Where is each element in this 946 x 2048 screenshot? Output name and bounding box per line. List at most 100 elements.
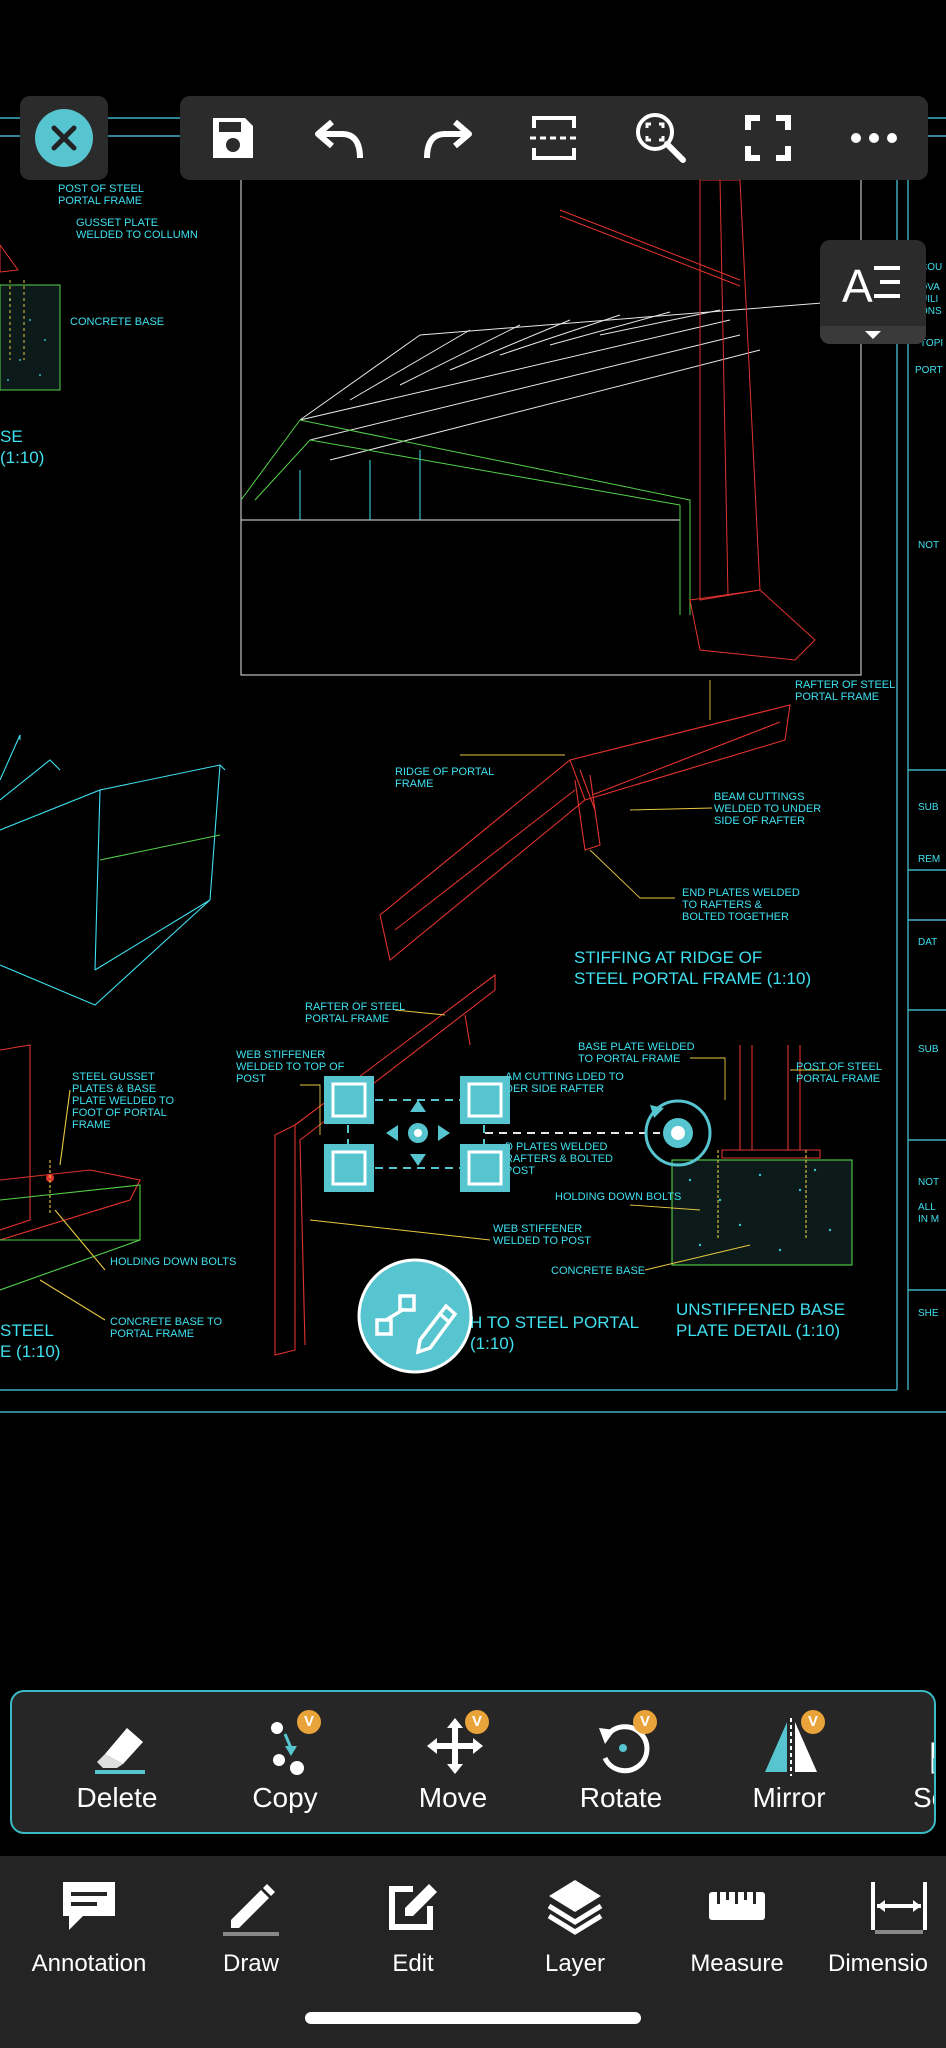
undo-icon — [315, 119, 364, 159]
home-indicator — [305, 2012, 641, 2024]
svg-text:REM: REM — [918, 854, 940, 865]
redo-button[interactable] — [417, 108, 477, 168]
unstiffened-base-detail — [671, 1045, 853, 1266]
section-icon — [529, 116, 578, 160]
rotate-icon — [599, 1724, 650, 1774]
nav-draw[interactable]: Draw — [170, 1876, 332, 1986]
edit-tool-panel: Delete V Copy V Move V Rotate — [10, 1690, 936, 1834]
premium-badge: V — [633, 1710, 657, 1734]
chevron-down-icon — [820, 326, 926, 344]
eraser-icon — [95, 1728, 145, 1774]
svg-text:DAT: DAT — [918, 937, 937, 948]
scale-tool[interactable]: Sc — [877, 1692, 934, 1832]
mirror-tool[interactable]: V Mirror — [709, 1692, 869, 1832]
svg-text:ONS: ONS — [920, 306, 942, 317]
svg-text:CONCRETE BASE: CONCRETE BASE — [70, 316, 164, 328]
text-style-icon: A — [842, 260, 900, 312]
more-button[interactable] — [844, 108, 904, 168]
svg-text:PORT: PORT — [915, 365, 943, 376]
dimension-icon — [871, 1882, 927, 1934]
mirror-icon — [765, 1718, 817, 1776]
ridge-detail — [379, 704, 791, 961]
svg-text:TOPI: TOPI — [920, 338, 943, 349]
selection-grips[interactable] — [324, 1076, 712, 1192]
edit-icon — [389, 1884, 437, 1930]
fullscreen-button[interactable] — [738, 108, 798, 168]
delete-tool[interactable]: Delete — [37, 1692, 197, 1832]
polyline-pen-icon — [375, 1294, 458, 1355]
svg-text:A: A — [842, 260, 873, 312]
svg-text:UNSTIFFENED BASE: UNSTIFFENED BASE — [676, 1300, 845, 1319]
connection-detail — [274, 973, 496, 1356]
copy-icon — [271, 1722, 304, 1775]
svg-text:SUB: SUB — [918, 802, 939, 813]
move-tool[interactable]: V Move — [373, 1692, 533, 1832]
move-grip-icon[interactable] — [386, 1100, 450, 1166]
svg-text:E (1:10): E (1:10) — [0, 1342, 60, 1361]
railing-detail — [0, 734, 226, 1006]
zoom-extents-icon — [635, 113, 686, 163]
svg-text:HOLDING DOWN BOLTS: HOLDING DOWN BOLTS — [110, 1256, 236, 1268]
rotate-grip-icon[interactable] — [644, 1099, 712, 1167]
nav-measure[interactable]: Measure — [656, 1876, 818, 1986]
svg-text:STEEL PORTAL FRAME (1:10): STEEL PORTAL FRAME (1:10) — [574, 969, 811, 988]
nav-dimension[interactable]: Dimensio — [818, 1876, 946, 1986]
svg-text:HOLDING DOWN BOLTS: HOLDING DOWN BOLTS — [555, 1191, 681, 1203]
top-toolbar — [180, 96, 928, 180]
svg-text:NOT: NOT — [918, 1177, 939, 1188]
fullscreen-icon — [744, 115, 791, 161]
text-style-button[interactable]: A — [820, 240, 926, 344]
annotation-icon — [63, 1882, 115, 1930]
close-button[interactable] — [20, 96, 108, 180]
scale-icon — [931, 1742, 934, 1774]
nav-edit[interactable]: Edit — [332, 1876, 494, 1986]
copy-tool[interactable]: V Copy — [205, 1692, 365, 1832]
svg-text:SUB: SUB — [918, 1044, 939, 1055]
svg-text:NOT: NOT — [918, 540, 939, 551]
undo-button[interactable] — [310, 108, 370, 168]
save-icon — [213, 118, 254, 158]
nav-layer[interactable]: Layer — [494, 1876, 656, 1986]
more-icon — [851, 133, 898, 143]
close-icon — [35, 109, 93, 167]
rotate-tool[interactable]: V Rotate — [541, 1692, 701, 1832]
unstiffened-leaders — [629, 1057, 830, 1271]
svg-text:ALL: ALL — [918, 1202, 936, 1213]
svg-text:(1:10): (1:10) — [0, 448, 44, 467]
ridge-leaders — [460, 680, 713, 899]
svg-text:CONCRETE BASE: CONCRETE BASE — [551, 1265, 645, 1277]
premium-badge: V — [801, 1710, 825, 1734]
save-button[interactable] — [203, 108, 263, 168]
layer-icon — [547, 1880, 603, 1935]
title-block-partials: COU DVA UILI ONS TOPI PORT NOT SUB REM D… — [915, 262, 943, 1319]
section-button[interactable] — [524, 108, 584, 168]
svg-text:PLATE DETAIL (1:10): PLATE DETAIL (1:10) — [676, 1321, 840, 1340]
svg-text:SE: SE — [0, 427, 23, 446]
svg-text:H TO STEEL PORTAL: H TO STEEL PORTAL — [470, 1313, 639, 1332]
svg-text:STEEL: STEEL — [0, 1321, 54, 1340]
svg-text:COU: COU — [920, 262, 942, 273]
nav-annotation[interactable]: Annotation — [8, 1876, 170, 1986]
floating-draw-button[interactable] — [357, 1258, 473, 1374]
base-detail-bottom-left — [0, 1044, 141, 1321]
zoom-extents-button[interactable] — [631, 108, 691, 168]
svg-text:DVA: DVA — [920, 282, 940, 293]
svg-text:UILI: UILI — [920, 294, 938, 305]
move-icon — [427, 1718, 483, 1774]
